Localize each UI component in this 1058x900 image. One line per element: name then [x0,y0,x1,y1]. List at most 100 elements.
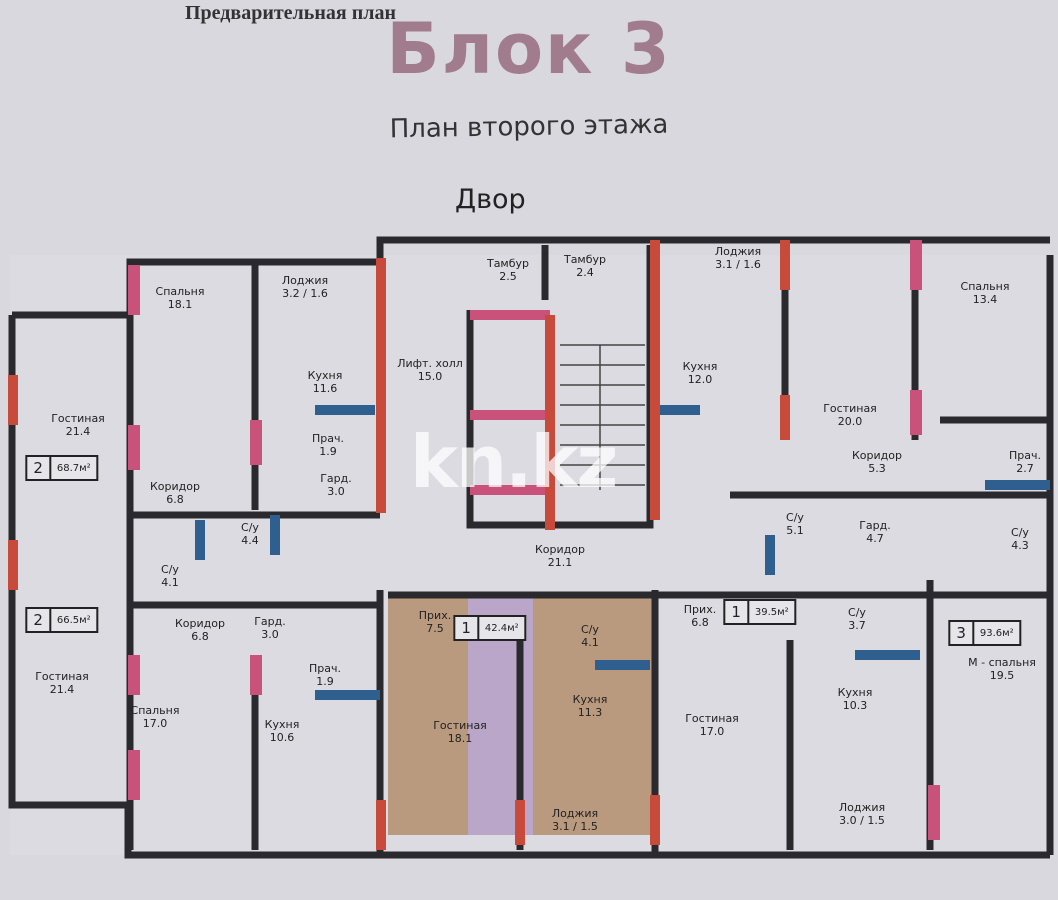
room-area: 3.7 [848,619,866,632]
room-name: С/у [1011,526,1029,539]
apartment-badge: 2 66.5м² [25,607,99,633]
room-label: Гард.3.0 [254,615,286,641]
room-area: 13.4 [972,293,998,306]
room-name: С/у [581,623,599,636]
apartment-badge: 3 93.6м² [948,620,1022,646]
room-area: 1.9 [316,675,334,688]
room-label: Прач.1.9 [309,662,341,688]
room-name: Прих. [418,609,452,622]
room-area: 11.6 [312,382,338,395]
room-name: Лоджия [838,801,886,814]
apartment-area: 93.6м² [979,627,1014,639]
room-label: Гард.4.7 [859,519,891,545]
room-label: Прих.7.5 [419,609,451,635]
pink-walls [128,240,940,840]
room-label: Прих.6.8 [684,603,716,629]
bathroom-strips [195,405,1050,700]
room-name: Гард. [320,472,352,485]
room-area: 2.7 [1016,462,1034,475]
apartment-area: 39.5м² [754,606,789,618]
room-area: 7.5 [426,622,444,635]
apartment-area: 66.5м² [56,614,91,626]
room-name: Лоджия [281,274,329,287]
room-area: 12.0 [687,373,713,386]
room-area: 2.4 [576,266,594,279]
room-name: Гостиная [685,712,739,725]
room-area: 5.1 [786,524,804,537]
apartment-rooms: 1 [725,601,749,623]
room-name: Кухня [264,718,300,731]
room-name: Гард. [859,519,891,532]
room-name: Коридор [852,449,902,462]
room-name: Коридор [150,480,200,493]
block-title: Блок 3 [386,8,672,90]
room-area: 6.8 [191,630,209,643]
room-name: М - спальня [968,656,1036,669]
room-area: 6.8 [691,616,709,629]
watermark: kn.kz [410,420,618,504]
room-name: С/у [241,521,259,534]
room-name: Коридор [535,543,585,556]
room-name: Кухня [837,686,873,699]
room-area: 2.5 [499,270,517,283]
room-name: С/у [786,511,804,524]
room-label: Гард.3.0 [320,472,352,498]
room-name: Кухня [572,693,608,706]
room-name: Тамбур [563,253,607,266]
structural-walls [8,240,790,850]
pretitle: Предварительная план [185,2,396,24]
room-area: 3.0 [327,485,345,498]
room-area: 4.4 [241,534,259,547]
room-name: Тамбур [486,257,530,270]
room-area: 3.0 / 1.5 [839,814,885,827]
room-name: Прач. [309,662,341,675]
room-name: Гостиная [35,670,89,683]
room-name: Спальня [130,704,180,717]
apartment-rooms: 3 [950,622,974,644]
apartment-badge: 1 39.5м² [723,599,797,625]
room-area: 4.1 [161,576,179,589]
room-area: 3.2 / 1.6 [282,287,328,300]
highlight-kitchen [533,595,653,835]
room-area: 17.0 [142,717,168,730]
room-name: Прач. [312,432,344,445]
room-area: 3.0 [261,628,279,641]
room-name: Коридор [175,617,225,630]
room-name: Кухня [307,369,343,382]
room-label: Прач.1.9 [312,432,344,458]
room-area: 21.4 [65,425,91,438]
apartment-area: 42.4м² [484,622,519,634]
room-name: Лифт. холл [397,357,463,370]
apartment-rooms: 2 [27,609,51,631]
room-area: 21.4 [49,683,75,696]
